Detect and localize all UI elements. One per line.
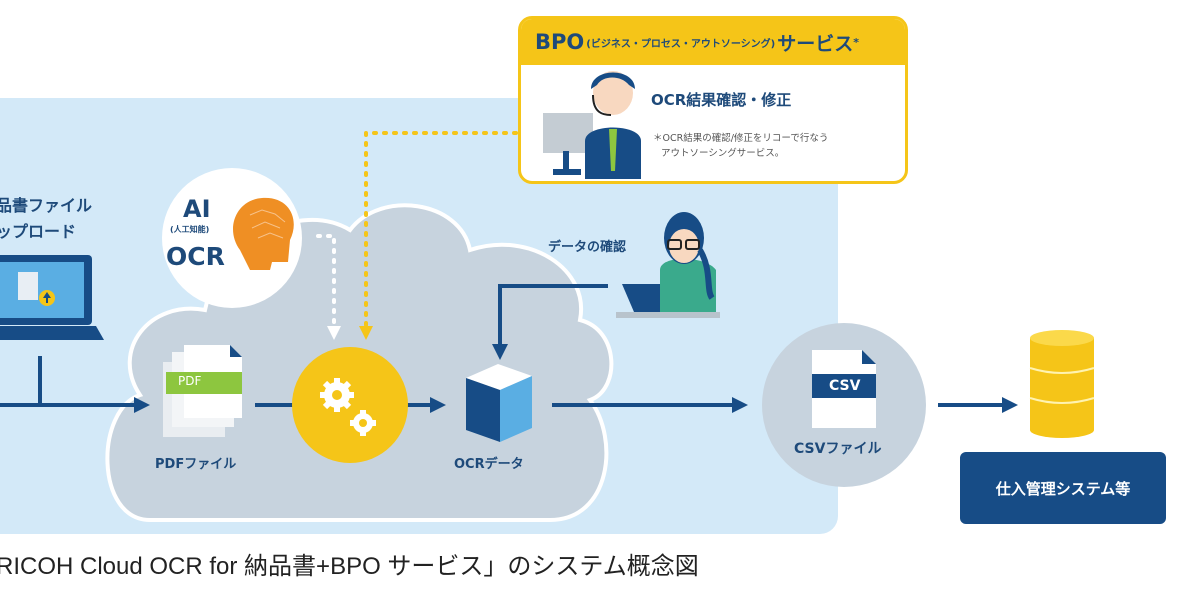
csv-tag: CSV — [829, 378, 861, 394]
laptop-upload-icon — [0, 255, 104, 340]
data-checker-person-icon — [616, 212, 720, 318]
operator-headset-icon — [543, 71, 641, 179]
purchase-management-system-box: 仕入管理システム等 — [960, 452, 1166, 524]
bpo-note: ＊OCR結果の確認/修正をリコーで行なう アウトソーシングサービス。 — [653, 131, 828, 161]
ai-dotted-arrow — [316, 234, 341, 340]
figure-caption: RICOH Cloud OCR for 納品書+BPO サービス」のシステム概念… — [0, 553, 699, 580]
bpo-note-line1: ＊OCR結果の確認/修正をリコーで行なう — [653, 133, 829, 144]
bpo-dotted-arrow — [359, 131, 518, 340]
pdf-file-icon — [163, 345, 242, 437]
ocr-data-cube-icon — [466, 364, 532, 442]
bpo-heading: BPO (ビジネス・プロセス・アウトソーシング) サービス * — [521, 19, 905, 65]
pdf-file-label: PDFファイル — [155, 457, 237, 472]
csv-file-icon — [812, 350, 876, 428]
pdf-tag: PDF — [178, 374, 202, 388]
bpo-title: OCR結果確認・修正 — [651, 91, 792, 109]
bpo-service-box: BPO (ビジネス・プロセス・アウトソーシング) サービス * OCR結果確認・… — [518, 16, 908, 184]
brain-head-icon — [233, 197, 294, 270]
ai-subtitle: (人工知能) — [170, 225, 210, 234]
bpo-heading-main: BPO — [535, 30, 585, 54]
upload-label-line2: ップロード — [0, 222, 77, 241]
database-icon — [1029, 330, 1095, 438]
bpo-heading-paren: (ビジネス・プロセス・アウトソーシング) — [586, 38, 776, 50]
bpo-note-line2: アウトソーシングサービス。 — [661, 148, 785, 159]
gears-icon — [320, 378, 376, 436]
data-check-label: データの確認 — [548, 240, 627, 255]
ai-ocr-label: OCR — [166, 242, 225, 271]
ai-title: AI — [183, 195, 211, 223]
ocr-data-label: OCRデータ — [454, 457, 524, 472]
csv-file-label: CSVファイル — [794, 441, 882, 457]
bpo-heading-service: サービス — [777, 32, 854, 55]
upload-label-line1: 品書ファイル — [0, 196, 93, 215]
system-label: 仕入管理システム等 — [995, 479, 1131, 498]
bpo-heading-mark: * — [853, 35, 859, 49]
